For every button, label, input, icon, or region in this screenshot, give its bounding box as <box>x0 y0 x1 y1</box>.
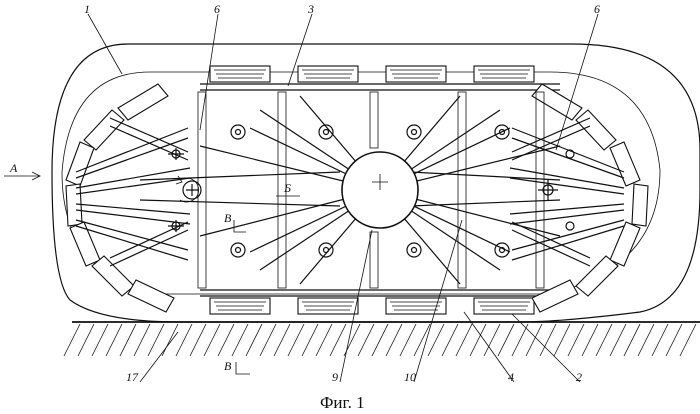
ground-hatch-line <box>217 323 235 357</box>
ground-hatch-line <box>623 323 641 357</box>
ground-hatch-line <box>301 323 319 357</box>
ground-hatch-line <box>497 323 515 357</box>
ground-hatch-line <box>161 323 179 357</box>
ground-hatch-line <box>287 323 305 357</box>
ground-hatch-line <box>665 323 683 357</box>
ground-hatch-line <box>511 323 529 357</box>
part-label-6-right: 6 <box>594 2 600 16</box>
ground-hatch-line <box>105 323 123 357</box>
ground-hatch-line <box>637 323 655 357</box>
ground-hatch-line <box>539 323 557 357</box>
ground-hatch-line <box>427 323 445 357</box>
figure-caption: Фиг. 1 <box>320 393 365 412</box>
ground-hatch-line <box>525 323 543 357</box>
ground-hatch-line <box>259 323 277 357</box>
ground-hatch-line <box>483 323 501 357</box>
left-track-shoes <box>65 83 175 313</box>
ground-hatch-line <box>553 323 571 357</box>
ground-hatch-line <box>315 323 333 357</box>
ground-hatch-line <box>651 323 669 357</box>
svg-text:В: В <box>224 211 232 225</box>
section-mark-b: Б <box>276 181 300 197</box>
svg-text:А: А <box>9 161 18 175</box>
ground-hatch-line <box>413 323 431 357</box>
pivot-joints <box>230 124 510 258</box>
part-label-17: 17 <box>126 370 139 384</box>
part-label-3: 3 <box>307 2 314 16</box>
ground-hatch-line <box>371 323 389 357</box>
ground-hatch-line <box>189 323 207 357</box>
ground-hatch-line <box>455 323 473 357</box>
ground-surface <box>63 321 700 357</box>
svg-text:Б: Б <box>283 181 291 195</box>
part-label-4: 4 <box>508 370 514 384</box>
ground-hatch-line <box>119 323 137 357</box>
leader-lines <box>87 13 599 383</box>
ground-hatch-line <box>63 323 81 357</box>
ground-hatch-line <box>469 323 487 357</box>
left-spoke-fan <box>75 117 341 267</box>
right-spoke-fan <box>409 117 625 267</box>
ground-hatch-line <box>175 323 193 357</box>
ground-hatch-line <box>245 323 263 357</box>
ground-hatch-line <box>231 323 249 357</box>
section-mark-v-bottom: В <box>224 359 250 375</box>
bottom-track-shoes <box>200 289 560 315</box>
central-hub <box>199 95 561 285</box>
part-label-9: 9 <box>332 370 338 384</box>
section-mark-a: А <box>4 161 41 181</box>
svg-text:В: В <box>224 359 232 373</box>
ground-hatch-line <box>441 323 459 357</box>
ground-hatch-line <box>609 323 627 357</box>
part-label-6-left: 6 <box>214 2 220 16</box>
right-track-shoes <box>531 83 649 313</box>
top-track-shoes <box>200 65 560 91</box>
rotation-arrows <box>175 175 200 203</box>
ground-hatch-line <box>399 323 417 357</box>
ground-hatch-line <box>329 323 347 357</box>
ground-hatch-line <box>357 323 375 357</box>
ground-hatch-line <box>567 323 585 357</box>
part-label-1: 1 <box>84 2 90 16</box>
ground-hatch-line <box>595 323 613 357</box>
ground-hatch-line <box>273 323 291 357</box>
ground-hatch-line <box>581 323 599 357</box>
ground-hatch-line <box>679 323 697 357</box>
section-mark-v-top: В <box>224 211 246 233</box>
ground-hatch-line <box>203 323 221 357</box>
ground-hatch-line <box>147 323 165 357</box>
part-label-2: 2 <box>576 370 582 384</box>
ground-hatch-line <box>77 323 95 357</box>
ground-hatch-line <box>385 323 403 357</box>
part-label-10: 10 <box>404 370 416 384</box>
ground-hatch-line <box>91 323 109 357</box>
ground-hatch-line <box>133 323 151 357</box>
